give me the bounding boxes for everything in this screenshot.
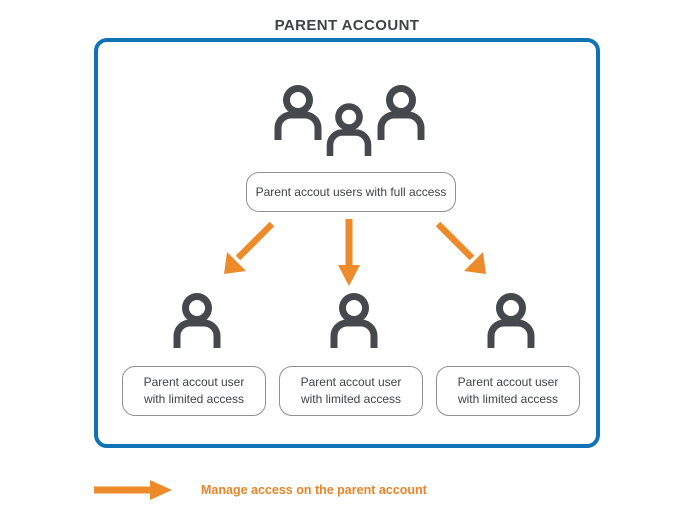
person-icon [375, 84, 427, 140]
person-icon [171, 292, 223, 348]
arrow-down-left-icon [224, 221, 275, 274]
person-icon [328, 292, 380, 348]
person-icon [272, 84, 324, 140]
limited-access-label-line2: with limited access [457, 392, 558, 406]
arrow-down-right-icon [435, 221, 486, 274]
limited-access-label-line2: with limited access [300, 392, 401, 406]
legend: Manage access on the parent account [94, 478, 427, 502]
person-icon [485, 292, 537, 348]
arrow-right-icon [94, 480, 172, 500]
users-group-icon [272, 84, 437, 156]
limited-access-label-box: Parent accout user with limited access [279, 366, 423, 416]
limited-access-label-line1: Parent accout user [300, 375, 402, 389]
legend-label: Manage access on the parent account [201, 483, 427, 497]
full-access-label-box: Parent accout users with full access [246, 172, 456, 212]
parent-account-panel: Parent accout users with full access [94, 38, 600, 448]
limited-access-label-line1: Parent accout user [457, 375, 559, 389]
limited-access-label-line1: Parent accout user [143, 375, 245, 389]
limited-access-label-box: Parent accout user with limited access [436, 366, 580, 416]
arrow-down-icon [338, 219, 360, 286]
full-access-label-text: Parent accout users with full access [255, 184, 447, 199]
person-icon [324, 102, 374, 156]
limited-access-label-box: Parent accout user with limited access [122, 366, 266, 416]
limited-access-label-line2: with limited access [143, 392, 244, 406]
page-title: PARENT ACCOUNT [274, 17, 420, 34]
